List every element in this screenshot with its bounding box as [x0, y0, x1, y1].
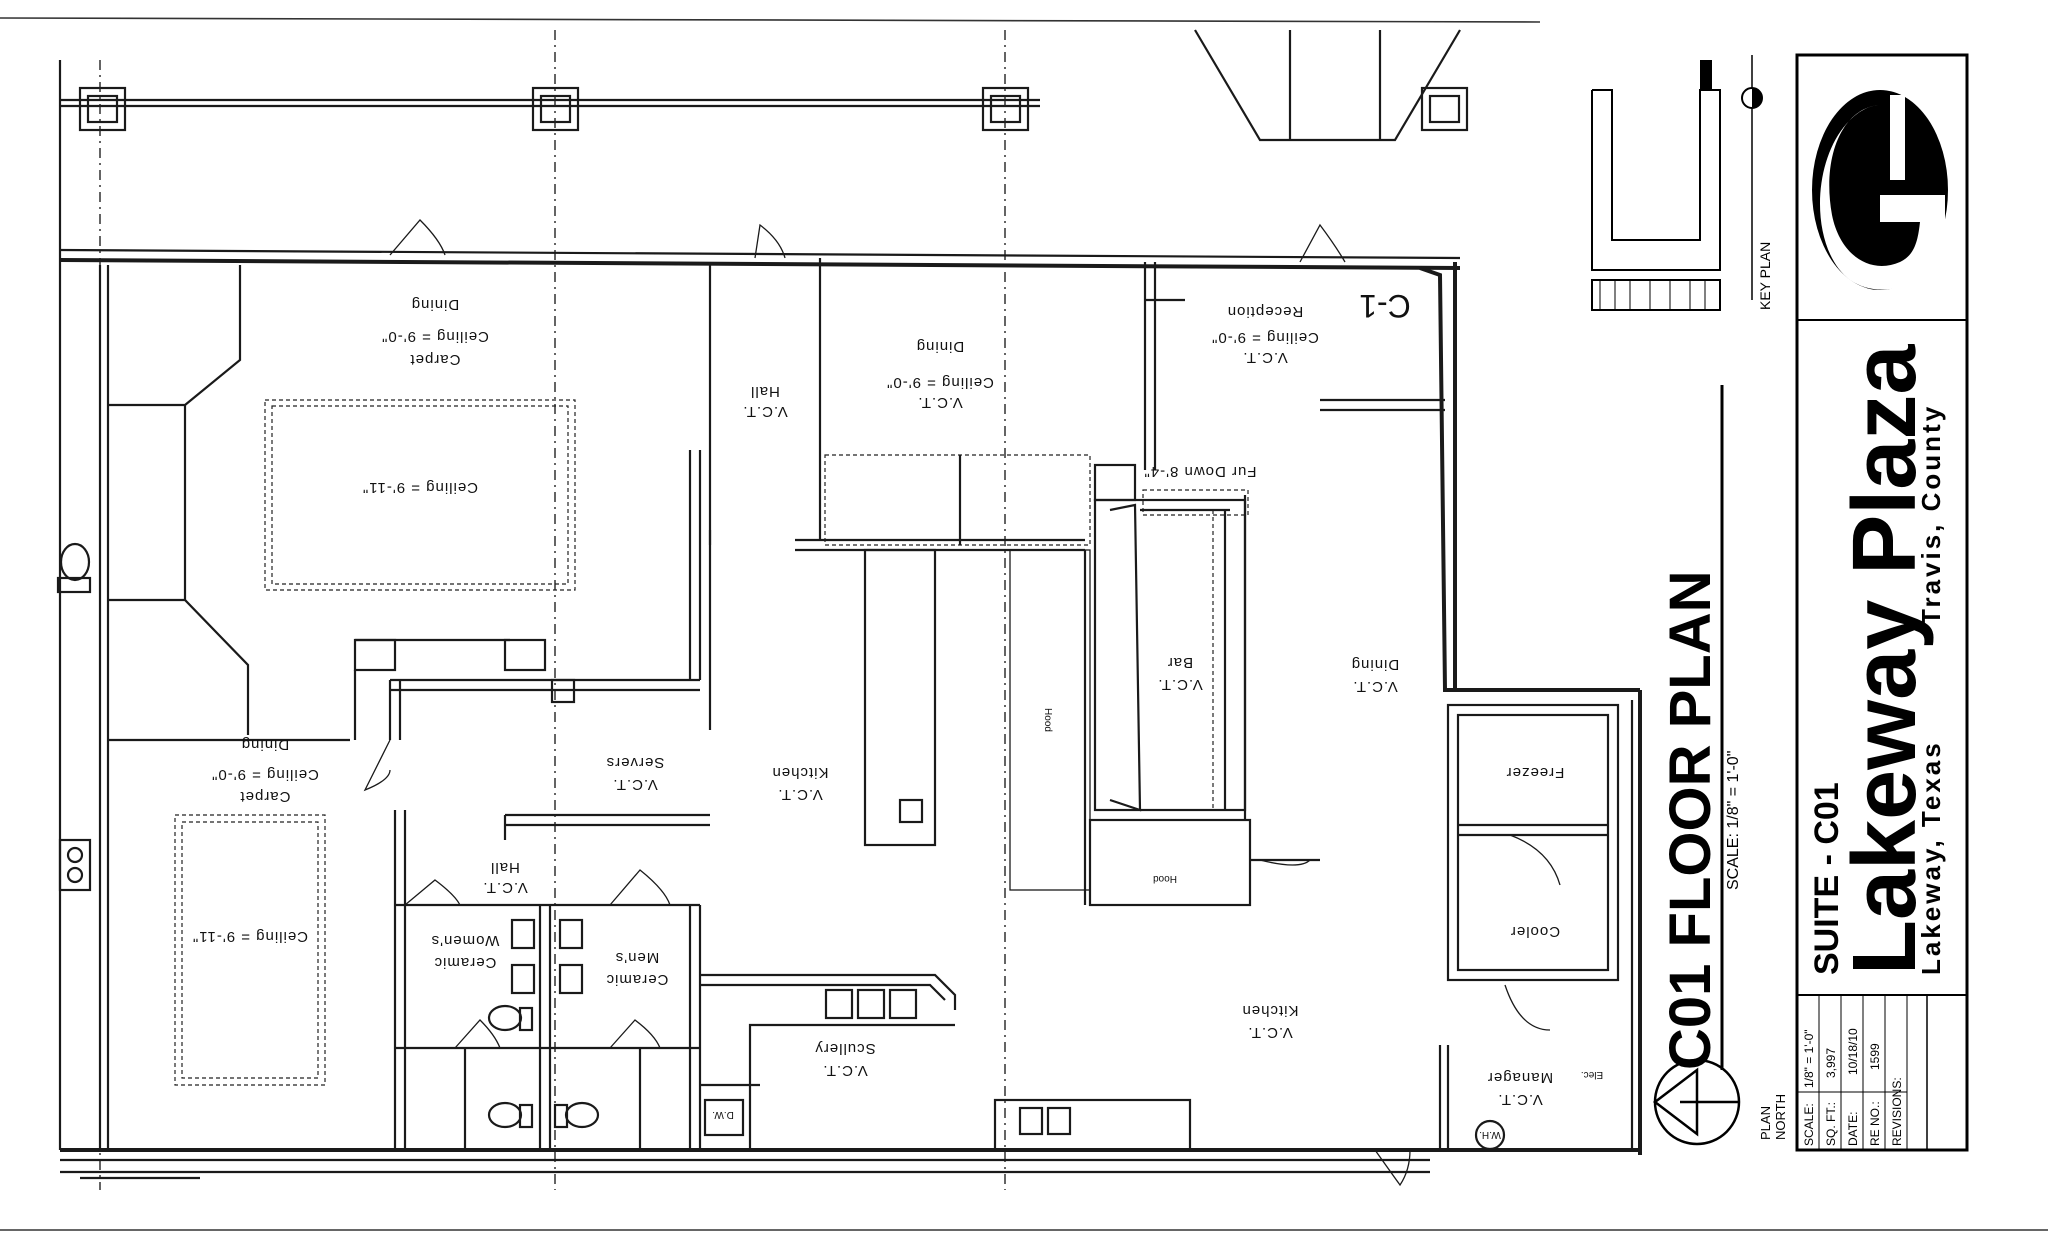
- north-line2: NORTH: [1773, 1094, 1788, 1140]
- project-name: Lakeway Plaza: [1835, 344, 1935, 975]
- plan-title: C01 FLOOR PLAN SCALE: 1/8" = 1'-0": [1658, 385, 1742, 1070]
- servers-finish: V.C.T.: [612, 776, 657, 793]
- dining-tl-finish: Carpet: [409, 351, 460, 368]
- developer-logo: [1812, 90, 1948, 290]
- floor-plan: [56, 29, 1642, 1190]
- reception-ceiling: Ceiling = 9'-0": [1211, 329, 1319, 346]
- dining-right-finish: V.C.T.: [1352, 678, 1397, 695]
- reception-area: [1145, 298, 1445, 412]
- project-county: Travis, County: [1916, 404, 1946, 625]
- kitchen-bottom-name: Kitchen: [1241, 1002, 1298, 1019]
- reception-name: Reception: [1227, 303, 1304, 320]
- key-plan-label: KEY PLAN: [1757, 242, 1773, 310]
- re-label: RE NO.:: [1868, 1101, 1882, 1146]
- key-plan: KEY PLAN: [1591, 55, 1773, 311]
- plan-scale-text: SCALE: 1/8" = 1'-0": [1725, 751, 1742, 890]
- revisions-label: REVISIONS:: [1890, 1077, 1904, 1146]
- freezer-label: Freezer: [1506, 764, 1565, 781]
- entry-doors: [389, 219, 1411, 1187]
- hall-top-finish: V.C.T.: [742, 403, 787, 420]
- kitchen-bottom-finish: V.C.T.: [1247, 1024, 1292, 1041]
- servers-name: Servers: [606, 754, 665, 771]
- hood-horizontal-label: Hood: [1153, 873, 1177, 884]
- date-value: 10/18/10: [1846, 1028, 1860, 1075]
- title-block: SUITE - C01 Lakeway Plaza Lakeway, Texas…: [1795, 53, 1969, 1152]
- date-label: DATE:: [1846, 1112, 1860, 1146]
- womens-finish: Ceramic: [434, 954, 497, 971]
- dining-bl-name: Dining: [241, 736, 290, 753]
- dining-mid-name: Dining: [916, 338, 965, 355]
- kitchen-center-finish: V.C.T.: [777, 786, 822, 803]
- womens-name: Women's: [431, 932, 500, 949]
- center-walls: [353, 258, 1157, 840]
- scullery-finish: V.C.T.: [822, 1062, 867, 1079]
- dining-bl-finish: Carpet: [239, 788, 290, 805]
- mens-finish: Ceramic: [606, 971, 669, 988]
- reception-finish: V.C.T.: [1242, 349, 1287, 366]
- bar-finish: V.C.T.: [1157, 676, 1202, 693]
- scullery: [700, 973, 1192, 1152]
- room-labels: Carpet Ceiling = 9'-0" Dining Ceiling = …: [192, 288, 1603, 1140]
- dining-bl-ceiling: Ceiling = 9'-0": [211, 766, 319, 783]
- exterior-walls: [59, 248, 1642, 1180]
- left-toilet-fixture: [56, 542, 92, 892]
- manager-finish: V.C.T.: [1497, 1091, 1542, 1108]
- kitchen-center-name: Kitchen: [771, 764, 828, 781]
- wh-label: W.H.: [1479, 1129, 1501, 1140]
- mens-name: Men's: [615, 949, 660, 966]
- scale-label: SCALE:: [1802, 1103, 1816, 1146]
- fur-down-label: Fur Down 8'-4": [1143, 463, 1256, 480]
- exterior-canopy: [58, 29, 1469, 1190]
- sqft-label: SQ. FT.:: [1824, 1102, 1838, 1146]
- cooler-label: Cooler: [1510, 923, 1560, 940]
- hood-vertical-label: Hood: [1042, 708, 1053, 732]
- elec-label: Elec.: [1581, 1069, 1603, 1080]
- dining-mid-ceiling: Ceiling = 9'-0": [886, 374, 994, 391]
- dining-mid-finish: V.C.T.: [917, 394, 962, 411]
- dw-label: D.W.: [712, 1109, 734, 1120]
- kitchen-island: [863, 548, 1091, 905]
- manager-name: Manager: [1487, 1069, 1553, 1086]
- project-location: Lakeway, Texas: [1916, 740, 1946, 975]
- dining-top-left: [108, 265, 576, 735]
- sqft-value: 3,997: [1824, 1048, 1838, 1078]
- north-arrow: PLAN NORTH: [1652, 1058, 1788, 1146]
- bar-name: Bar: [1167, 654, 1193, 671]
- restrooms: [393, 810, 702, 1150]
- bar-area: [1088, 489, 1320, 907]
- plan-title-text: C01 FLOOR PLAN: [1658, 571, 1723, 1071]
- dining-tl-name: Dining: [411, 296, 460, 313]
- scullery-name: Scullery: [814, 1040, 875, 1057]
- ceiling-tl-label: Ceiling = 9'-11": [362, 479, 478, 496]
- scale-value: 1/8" = 1'-0": [1802, 1029, 1816, 1088]
- hall-bottom-finish: V.C.T.: [482, 879, 527, 896]
- hall-bottom-name: Hall: [490, 859, 520, 876]
- dining-bottom-left: [108, 738, 391, 1086]
- dining-right-name: Dining: [1351, 656, 1400, 673]
- suite-tag: C-1: [1359, 288, 1411, 324]
- walk-in-units: [1259, 703, 1620, 1151]
- suite-text: SUITE - C01: [1808, 782, 1846, 975]
- re-value: 1599: [1868, 1043, 1882, 1070]
- north-line1: PLAN: [1758, 1106, 1773, 1140]
- dining-tl-ceiling: Ceiling = 9'-0": [381, 328, 489, 345]
- hall-top-name: Hall: [750, 383, 780, 400]
- ceiling-bl-label: Ceiling = 9'-11": [192, 928, 308, 945]
- info-table: SCALE: 1/8" = 1'-0" SQ. FT.: 3,997 DATE:…: [1796, 994, 1928, 1151]
